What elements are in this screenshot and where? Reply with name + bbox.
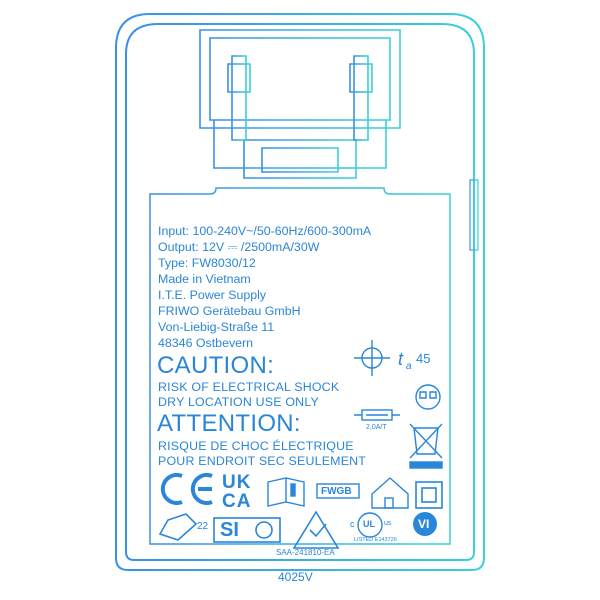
fuse-rating: 2,0A/T [366, 424, 387, 431]
class-ii-icon [415, 481, 443, 509]
ce-mark-text: CE [156, 470, 157, 471]
side-ridge [469, 179, 479, 251]
ul-c: c [350, 519, 355, 529]
si-text: SI [220, 519, 239, 541]
efficiency-level-text: VI [418, 517, 430, 531]
ul-text: UL [363, 519, 375, 529]
fwgb-text: FWGB [321, 486, 352, 497]
read-manual-icon [267, 477, 305, 507]
si-mark-icon [213, 517, 281, 543]
saa-number: SAA-241810-EA [276, 548, 335, 557]
rcm-mark-icon [292, 510, 340, 549]
spec-output: Output: 12V ⎓ /2500mA/30W [158, 240, 320, 254]
enec-number: 22 [197, 521, 209, 532]
housing-outline [115, 13, 485, 579]
ambient-temperature-icon [354, 340, 390, 376]
spec-city: 48346 Ostbevern [158, 336, 254, 350]
attention-line-1: RISQUE DE CHOC ÉLECTRIQUE [158, 439, 354, 453]
spec-street: Von-Liebig-Straße 11 [158, 320, 275, 334]
ukca-bottom: CA [222, 491, 252, 512]
label-panel [149, 187, 451, 545]
indoor-use-house-icon [371, 477, 409, 509]
caution-line-2: DRY LOCATION USE ONLY [158, 395, 319, 409]
ul-listed: LISTED E143726 [354, 537, 397, 543]
ta-symbol-t: t [398, 349, 404, 369]
spec-category: I.T.E. Power Supply [158, 288, 267, 302]
fuse-icon [354, 409, 400, 421]
caution-line-1: RISK OF ELECTRICAL SHOCK [158, 380, 340, 394]
double-insulation-indoor-icon [415, 384, 441, 410]
ul-us: us [384, 520, 392, 527]
attention-line-2: POUR ENDROIT SEC SEULEMENT [158, 454, 367, 468]
attention-title: ATTENTION: [157, 410, 301, 437]
efficiency-level-badge [413, 512, 437, 536]
ce-mark-icon [160, 473, 213, 505]
model-code: 4025V [278, 570, 313, 584]
spec-type: Type: FW8030/12 [158, 256, 256, 270]
fwgb-box [316, 483, 360, 499]
ta-symbol-a: a [406, 361, 412, 372]
ukca-top: UK [222, 472, 252, 493]
folding-plug [199, 29, 401, 179]
enec-icon [158, 513, 198, 541]
weee-bin-icon [409, 423, 443, 469]
spec-manufacturer: FRIWO Gerätebau GmbH [158, 304, 301, 318]
ambient-temp-value: 45 [416, 351, 431, 366]
spec-origin: Made in Vietnam [158, 272, 251, 286]
spec-input: Input: 100-240V~/50-60Hz/600-300mA [158, 224, 372, 238]
culus-mark-icon [357, 512, 383, 538]
caution-title: CAUTION: [157, 352, 275, 379]
